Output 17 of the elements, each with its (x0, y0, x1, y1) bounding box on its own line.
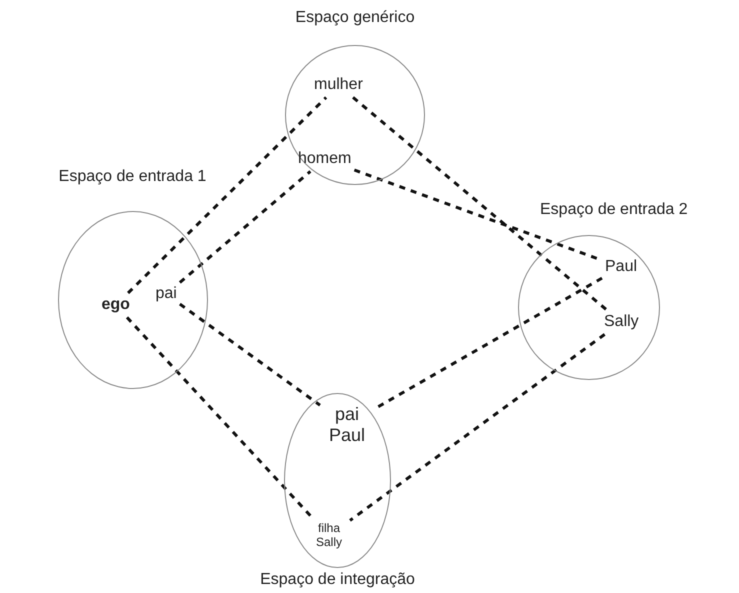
element-label: filha Sally (311, 522, 347, 550)
element-label: pai Paul (323, 404, 371, 446)
element-label: ego (102, 296, 130, 314)
element-label: pai (156, 285, 177, 304)
element-label: Paul (605, 258, 638, 276)
space-heading: Espaço de integração (260, 570, 415, 590)
space-heading: Espaço genérico (295, 8, 415, 28)
dashed-connector (178, 170, 312, 284)
space-heading: Espaço de entrada 1 (58, 167, 206, 187)
element-label: Sally (604, 313, 639, 332)
dashed-connector (127, 96, 328, 294)
space-heading: Espaço de entrada 2 (540, 200, 688, 220)
dashed-connector (349, 333, 606, 522)
dashed-connector (178, 302, 321, 406)
element-label: mulher (314, 76, 363, 94)
element-label: homem (298, 150, 352, 168)
dashed-connector (352, 96, 608, 312)
